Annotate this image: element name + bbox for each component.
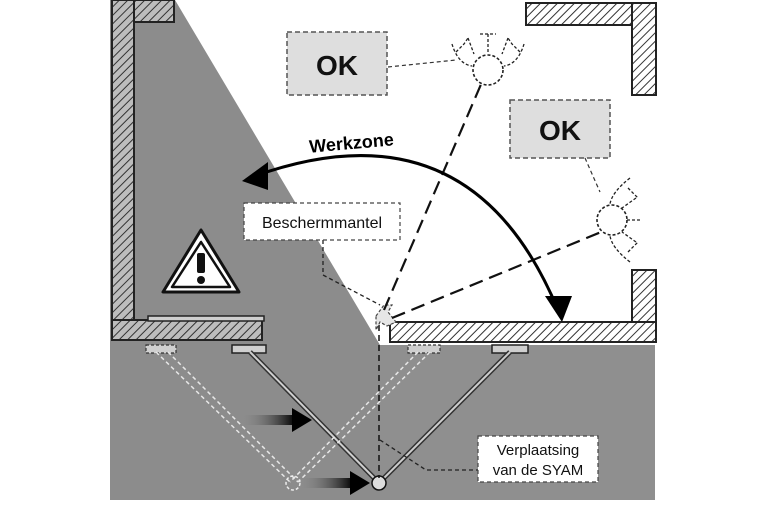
pivot-current (371, 475, 387, 491)
displacement-label-line1: Verplaatsing (497, 442, 580, 459)
leader-displacement (379, 439, 480, 471)
ok-label-right: OK (539, 115, 581, 146)
right-wall-lower (389, 269, 657, 343)
leader-ok-top (387, 59, 457, 68)
movement-arrow-upper (240, 408, 312, 432)
guard-label: Beschermmantel (262, 215, 382, 232)
work-zone-label: Werkzone (308, 129, 394, 156)
leader-ok-right (584, 157, 601, 193)
arc-arrowhead-left (242, 162, 268, 190)
leader-guard (322, 240, 381, 306)
displacement-label-box (477, 435, 599, 483)
ok-box-right (509, 99, 611, 159)
gear-icon (451, 33, 525, 86)
support-arms-displaced (155, 351, 431, 483)
left-wall (111, 0, 265, 341)
reach-line-top (382, 67, 490, 311)
work-zone-arc (251, 154, 560, 311)
reach-line-right (391, 228, 607, 320)
gear-icon (596, 177, 640, 263)
right-wall-upper (525, 2, 657, 96)
ok-label-top: OK (316, 50, 358, 81)
danger-zone-shade (110, 0, 380, 500)
ok-box-top (286, 31, 388, 96)
displacement-label-line2: van de SYAM (493, 462, 584, 479)
movement-arrow-lower (298, 471, 370, 495)
warning-triangle-icon (161, 228, 241, 294)
arc-arrowhead-right (545, 296, 572, 322)
guard-label-box (243, 202, 401, 241)
